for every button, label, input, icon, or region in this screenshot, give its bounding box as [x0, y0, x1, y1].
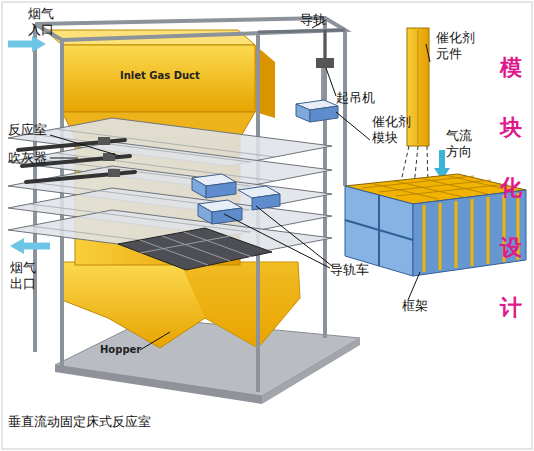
blower-head	[98, 137, 110, 145]
leader-line	[426, 44, 430, 62]
catalyst-element-label: 催化剂 元件	[436, 30, 479, 62]
outlet-label: 烟气 出口	[10, 260, 40, 292]
inlet-duct-label: Inlet Gas Duct	[120, 70, 200, 82]
element-line	[418, 30, 419, 144]
truss-member	[162, 236, 230, 261]
cell-line	[395, 181, 463, 197]
soot-blower-label: 吹灰器	[8, 150, 51, 166]
leader-line	[256, 206, 332, 266]
rail-cart-label: 导轨车	[330, 262, 373, 278]
hopper-label: Hopper	[100, 344, 140, 356]
airflow-label: 气流 方向	[446, 128, 476, 160]
leader-line	[50, 135, 120, 156]
truss-lines	[140, 232, 252, 265]
leader-lines	[50, 20, 430, 350]
crane-cable	[322, 68, 323, 100]
frame-column	[343, 30, 347, 186]
catalyst-module-label: 催化剂 模块	[372, 114, 415, 146]
module-elements	[424, 193, 518, 272]
modular-design-title: 模 块 化 设 计	[500, 38, 529, 338]
rail-cart-truss	[118, 228, 272, 270]
leader-line	[336, 112, 370, 140]
platform-hatching	[30, 129, 275, 254]
leader-line	[408, 272, 420, 300]
inlet-duct	[62, 45, 255, 112]
module-frame-bars	[345, 195, 413, 266]
outlet-arrow-head	[10, 238, 24, 254]
guide-rail	[258, 30, 345, 32]
modules-in-reactor	[192, 174, 280, 224]
element-edge	[439, 203, 442, 270]
hopper	[62, 262, 300, 348]
crane-hanger	[324, 30, 326, 58]
leader-line	[140, 332, 170, 350]
outlet-arrow	[22, 243, 50, 250]
hatch	[30, 134, 250, 162]
module-face	[192, 178, 206, 198]
floor-slab-side	[262, 338, 360, 404]
element-edge	[487, 197, 490, 264]
element-edge	[423, 205, 426, 272]
caption: 垂直流动固定床式反应室	[8, 414, 216, 430]
module-frame-side	[413, 190, 526, 276]
module-face	[206, 182, 236, 198]
crane-label: 起吊机	[336, 90, 379, 106]
floor-slab-edge	[55, 365, 262, 404]
hopper-shade	[180, 262, 300, 348]
rail-label: 导轨	[300, 12, 339, 28]
leader-line	[50, 158, 78, 159]
element-edge	[455, 201, 458, 268]
inlet-arrow-head	[32, 36, 46, 52]
floor-slab	[55, 318, 360, 396]
element-edge	[471, 199, 474, 266]
soot-blower-heads	[98, 137, 120, 177]
lifted-module	[296, 104, 310, 122]
leader-line	[326, 68, 336, 96]
inlet-arrow	[8, 41, 34, 48]
reactor-label: 反应室	[8, 122, 51, 138]
crane-hoist	[316, 58, 334, 68]
frame-label: 框架	[402, 298, 432, 314]
truss-member	[140, 236, 230, 253]
module-face	[198, 204, 212, 224]
truss-member	[140, 240, 208, 265]
module-face	[252, 194, 280, 210]
top-frame	[35, 18, 345, 40]
cell-line	[420, 178, 488, 194]
airflow-arrow	[439, 150, 445, 170]
inlet-label: 烟气 入口	[28, 6, 58, 38]
blower-head	[108, 169, 120, 177]
truss-member	[184, 232, 252, 257]
frame-bar	[345, 220, 413, 240]
lifted-module	[310, 106, 338, 122]
